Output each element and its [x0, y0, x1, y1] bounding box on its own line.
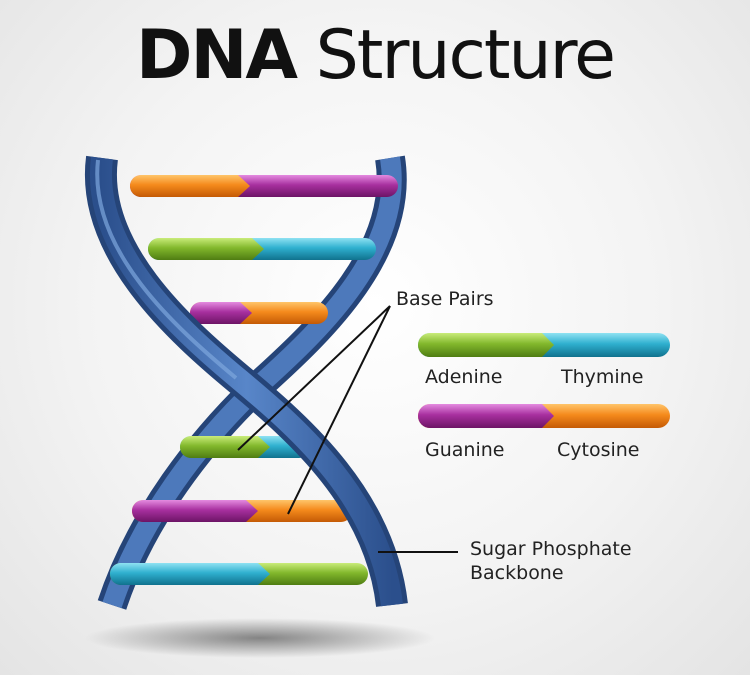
- backbone-strand-back-highlight: [102, 156, 402, 609]
- base-pair-rung-5: [132, 500, 352, 522]
- legend-guanine-label: Guanine: [425, 439, 505, 461]
- base-pairs-leader-line-1: [237, 305, 391, 451]
- title-bold: DNA: [136, 16, 298, 95]
- legend-bar-adenine-thymine: [418, 333, 670, 357]
- base-pairs-leader-line-2: [287, 305, 391, 515]
- page-title: DNA Structure: [0, 22, 750, 90]
- backbone-strand-front-highlight: [89, 156, 403, 607]
- legend-thymine-label: Thymine: [561, 366, 644, 388]
- base-pair-rung-3: [190, 302, 328, 324]
- legend-bar-guanine-cytosine: [418, 404, 670, 428]
- floor-shadow: [85, 618, 435, 658]
- base-pairs-label: Base Pairs: [396, 288, 494, 310]
- base-pair-rung-6: [110, 563, 368, 585]
- legend-cytosine-label: Cytosine: [557, 439, 640, 461]
- backbone-label: Sugar Phosphate Backbone: [470, 538, 632, 586]
- legend-adenine-label: Adenine: [425, 366, 503, 388]
- backbone-label-line1: Sugar Phosphate: [470, 538, 632, 560]
- backbone-label-line2: Backbone: [470, 561, 564, 584]
- title-light: Structure: [296, 16, 616, 95]
- base-pair-rung-2: [148, 238, 376, 260]
- backbone-shine: [95, 159, 238, 380]
- base-pair-rung-1: [130, 175, 398, 197]
